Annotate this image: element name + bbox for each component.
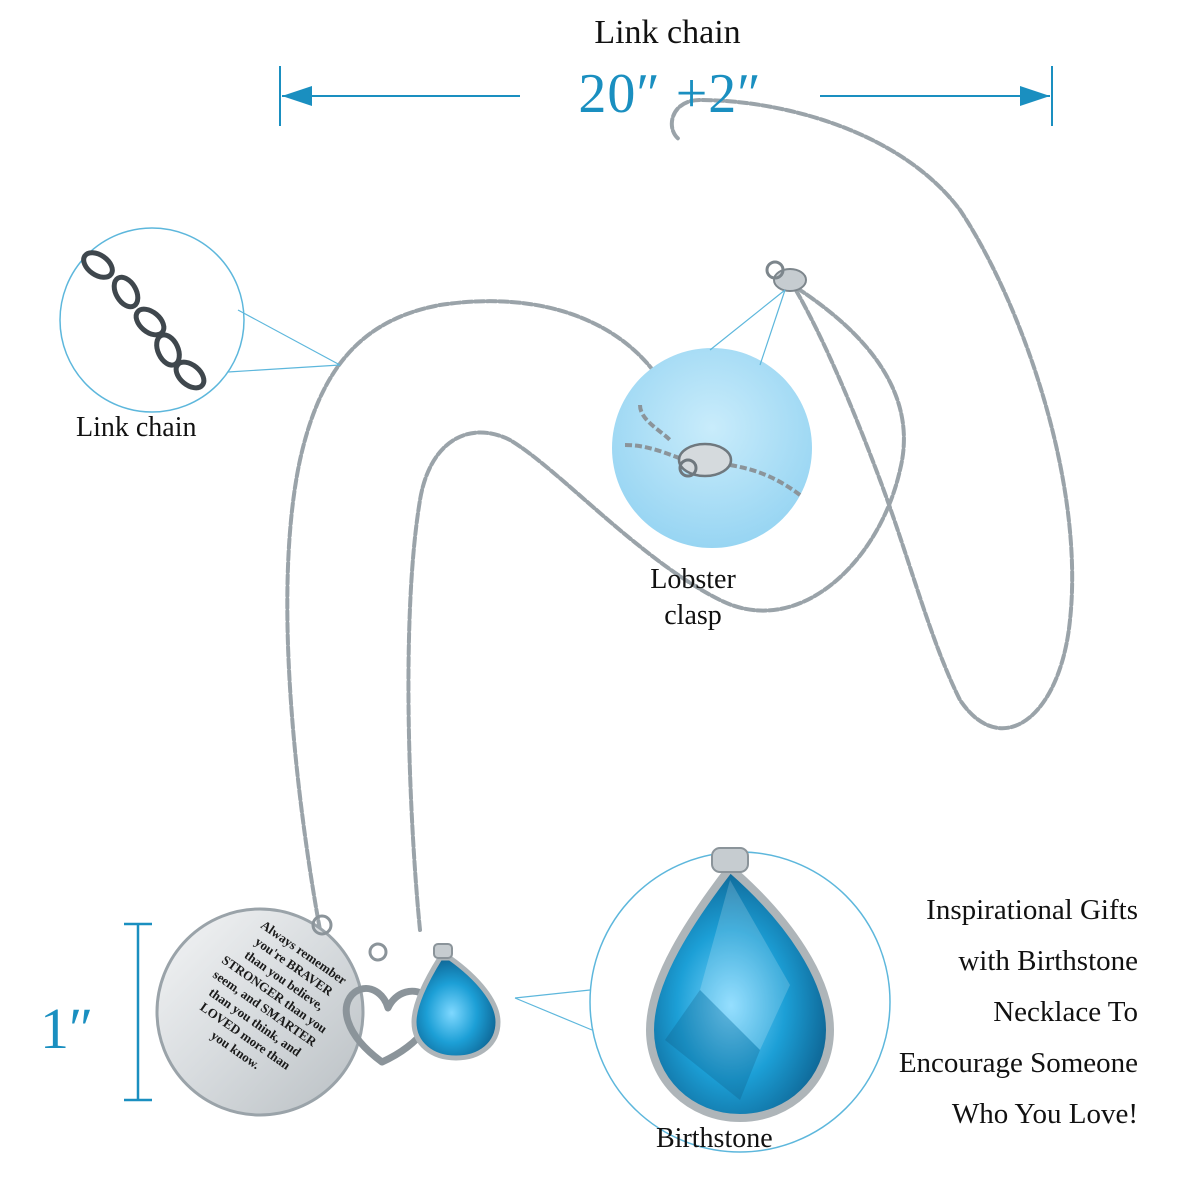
lobster-clasp-label: Lobster clasp	[618, 562, 768, 634]
lobster-clasp-label-line: clasp	[664, 600, 722, 631]
lobster-clasp-detail-circle	[612, 289, 812, 548]
chain-length-value: 20″ +2″	[578, 63, 762, 125]
pendant-size-value: 1″	[40, 996, 94, 1061]
length-dimension-line	[279, 66, 1053, 126]
tagline-line: with Birthstone	[958, 945, 1138, 977]
engraved-disc-pendant	[155, 907, 365, 1117]
lobster-clasp	[765, 260, 807, 292]
tagline-line: Encourage Someone	[898, 1047, 1138, 1079]
chain-type-title: Link chain	[594, 14, 741, 51]
link-chain-label: Link chain	[76, 412, 197, 443]
link-chain-detail-circle	[59, 227, 341, 413]
tagline-line: Inspirational Gifts	[926, 894, 1138, 926]
birthstone-detail-circle	[514, 847, 891, 1153]
birthstone-label: Birthstone	[656, 1123, 773, 1154]
link-chain	[285, 97, 1075, 932]
tagline-line: Necklace To	[993, 996, 1138, 1028]
pendant-size-dimension-line	[124, 922, 152, 1102]
birthstone-pendant	[411, 943, 501, 1061]
lobster-clasp-label-line: Lobster	[650, 564, 736, 595]
tagline: Inspirational Gifts with Birthstone Neck…	[820, 885, 1138, 1140]
tagline-line: Who You Love!	[951, 1098, 1138, 1130]
